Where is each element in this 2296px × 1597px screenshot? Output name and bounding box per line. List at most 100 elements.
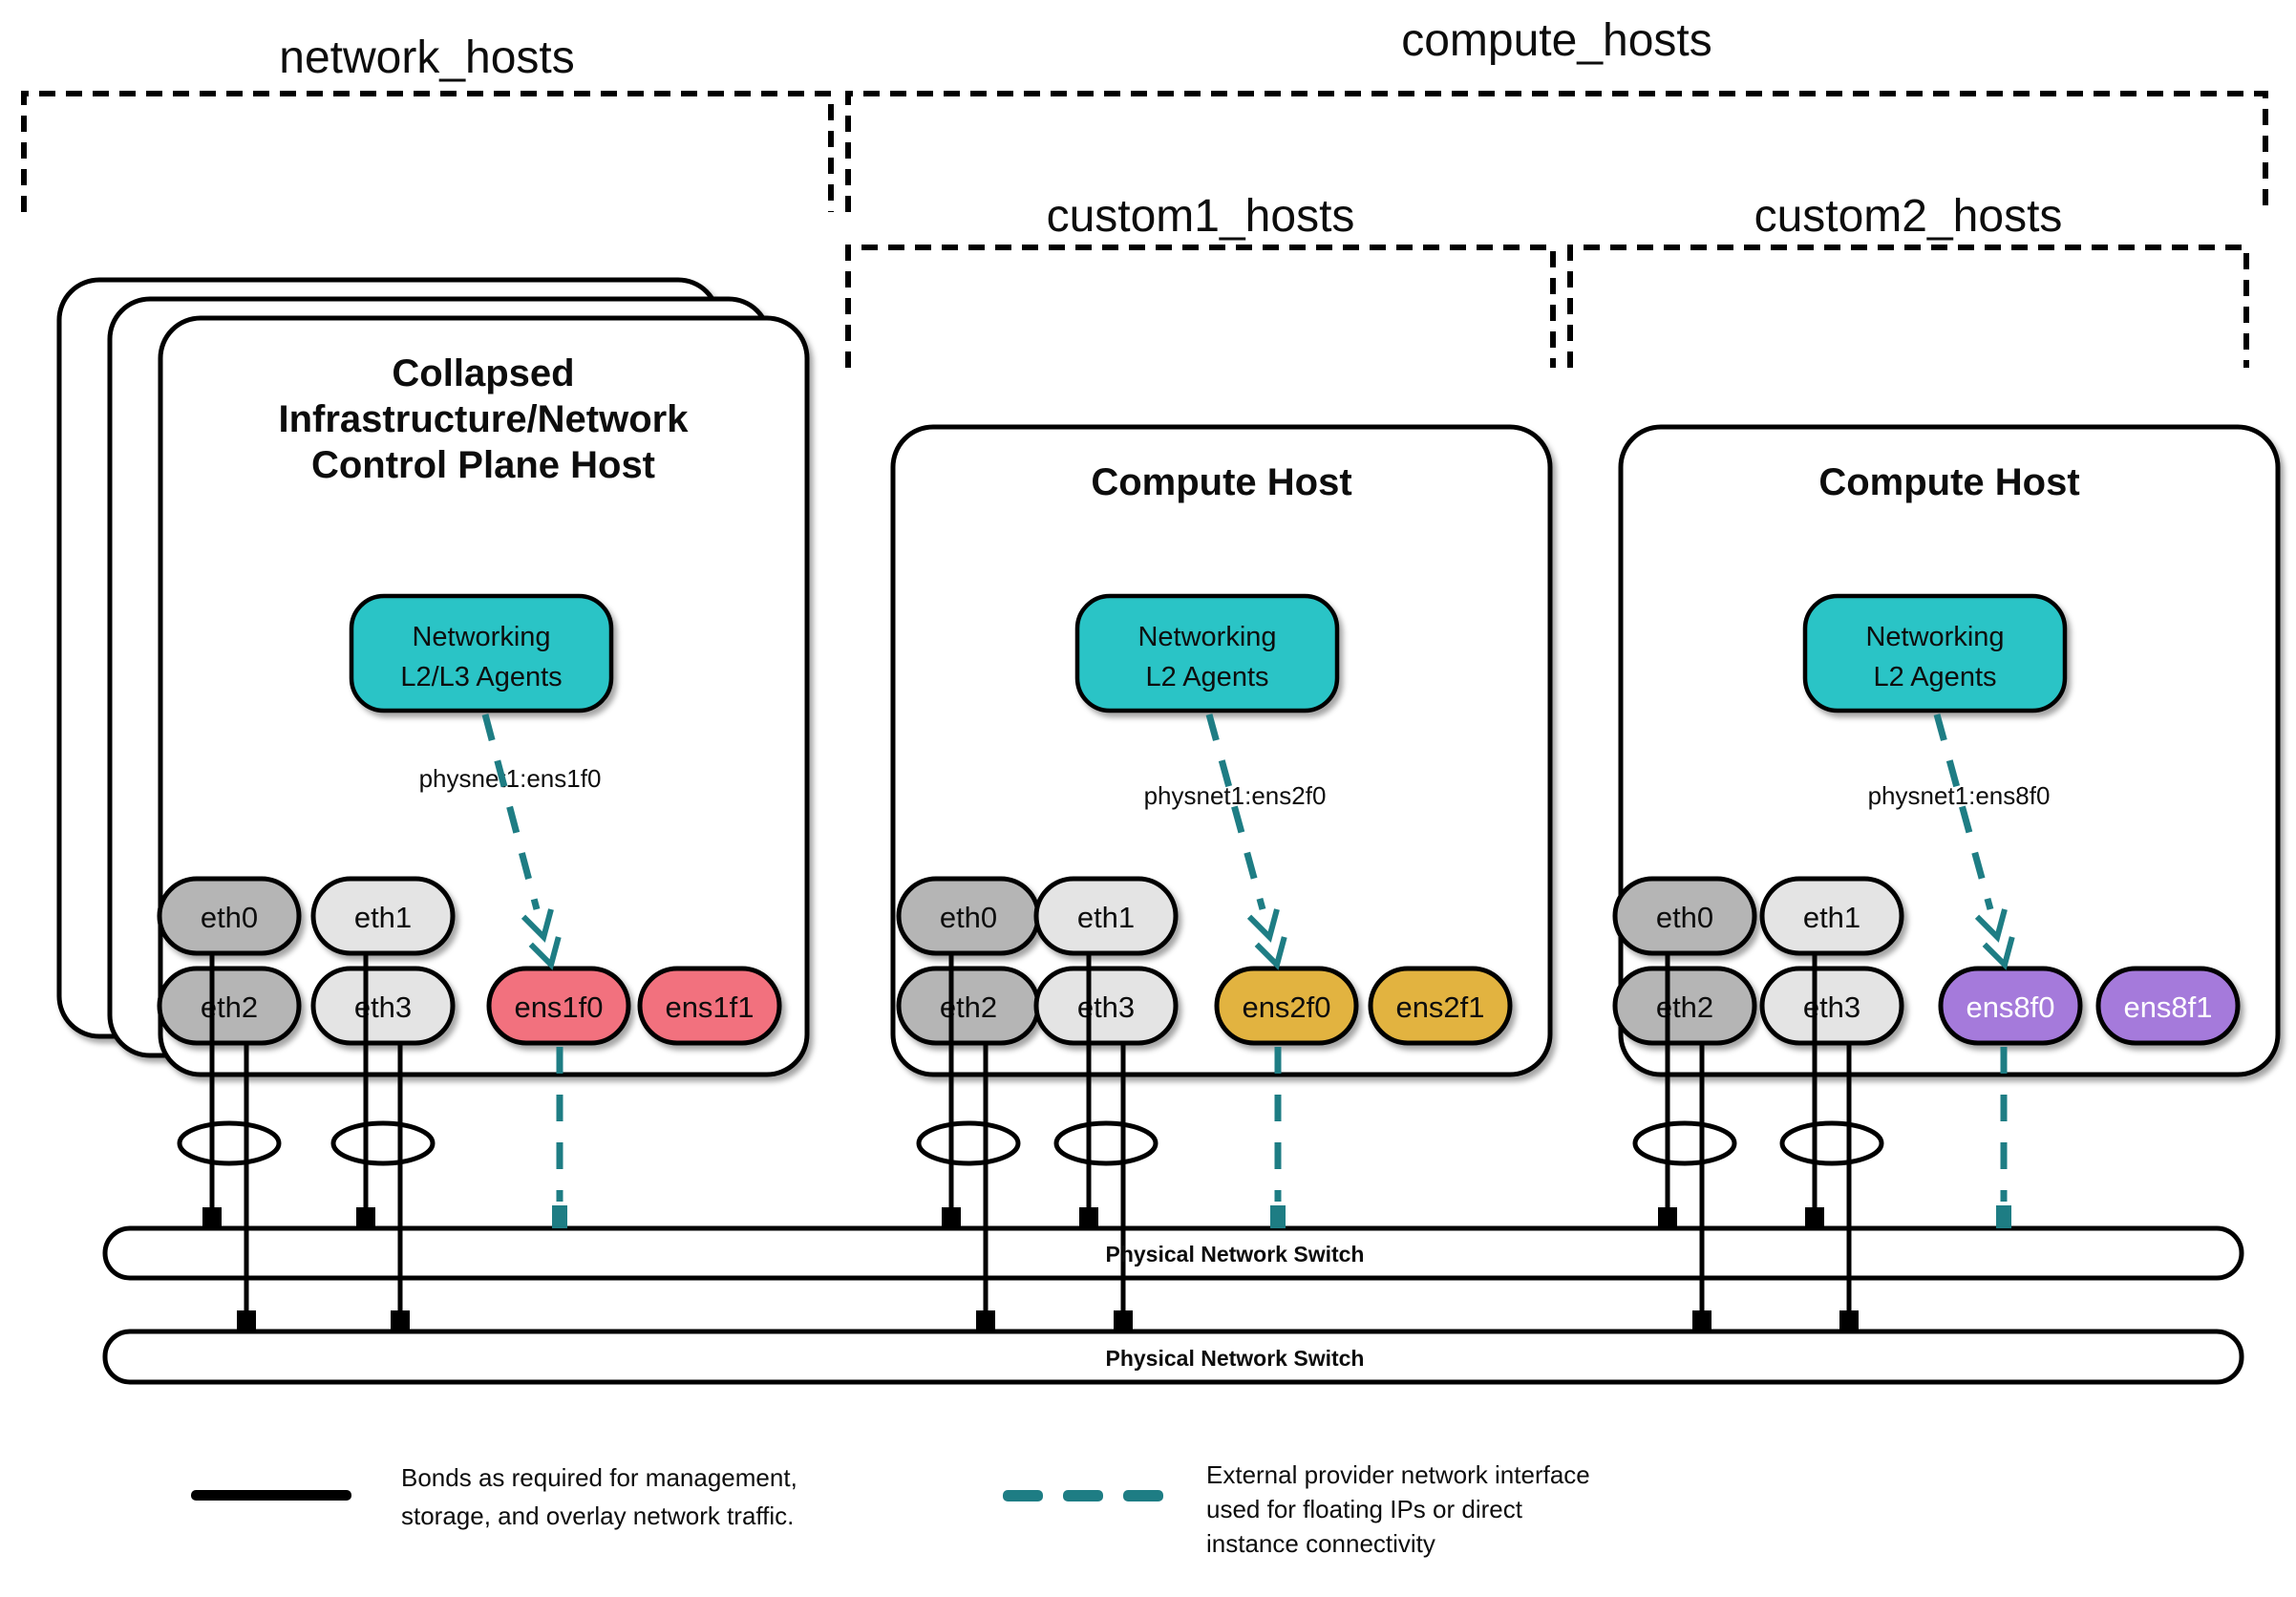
switch-body xyxy=(102,1329,2244,1385)
arrow-chevron xyxy=(1246,908,1280,943)
bond-ellipse xyxy=(1632,1120,1737,1166)
provider-arrowhead xyxy=(521,908,562,970)
physnet-label: physnet1:ens2f0 xyxy=(1144,781,1327,810)
provider-dash-swatch xyxy=(1003,1490,1043,1501)
provider-link xyxy=(481,713,567,1228)
nic-label: ens8f0 xyxy=(1966,990,2054,1024)
provider-dashed-line xyxy=(1933,713,1994,910)
nic-label: ens2f0 xyxy=(1242,990,1330,1024)
agents-pill xyxy=(1074,593,1340,713)
group-network-hosts: network_hosts xyxy=(21,32,834,212)
nic-label: eth0 xyxy=(1656,901,1713,934)
host-title-line: Infrastructure/Network xyxy=(279,398,690,440)
legend-provider-item: External provider network interface used… xyxy=(1003,1460,1590,1558)
bond-ellipse xyxy=(330,1120,436,1166)
nic-pill-ens8f1: ens8f1 xyxy=(2095,966,2241,1046)
provider-arrowhead xyxy=(1246,908,1287,970)
provider-arrowhead xyxy=(1974,908,2015,970)
agents-label-line: Networking xyxy=(412,622,550,652)
provider-dashed-line xyxy=(481,713,541,910)
physnet-label: physnet1:ens8f0 xyxy=(1868,781,2051,810)
agents-pill xyxy=(1802,593,2068,713)
agents-label-line: L2 Agents xyxy=(1874,662,1997,692)
l2-agents-box: Networking L2 Agents xyxy=(1074,593,1340,713)
nic-pill-ens8f0: ens8f0 xyxy=(1938,966,2083,1046)
switch-port-square xyxy=(237,1310,256,1331)
nic-shape xyxy=(637,966,782,1046)
nic-label: eth1 xyxy=(1077,901,1135,934)
nic-label: eth3 xyxy=(1803,990,1860,1024)
nic-pill-eth3: eth3 xyxy=(1033,966,1179,1046)
nic-shape xyxy=(157,966,302,1046)
arrow-chevron xyxy=(1974,908,2008,943)
switch2-label: Physical Network Switch xyxy=(1106,1346,1365,1371)
bond-link xyxy=(330,953,436,1331)
nic-pill-eth0: eth0 xyxy=(157,876,302,956)
switch-body xyxy=(102,1225,2244,1281)
agents-label-line: L2/L3 Agents xyxy=(400,662,562,692)
nic-label: ens2f1 xyxy=(1395,990,1484,1024)
group-custom2-hosts: custom2_hosts xyxy=(1567,191,2249,368)
nic-label: eth3 xyxy=(1077,990,1135,1024)
nic-pill-eth3: eth3 xyxy=(310,966,456,1046)
legend-bond-text-line: storage, and overlay network traffic. xyxy=(401,1501,794,1530)
nic-label: ens8f1 xyxy=(2123,990,2212,1024)
host-title: Compute Host xyxy=(1091,461,1351,503)
legend-provider-text-line: External provider network interface xyxy=(1206,1460,1590,1489)
host-title-line: Collapsed xyxy=(392,352,574,394)
bond-link xyxy=(177,953,282,1331)
host-title-line: Control Plane Host xyxy=(311,444,655,486)
arrow-chevron xyxy=(1982,936,2015,970)
switch-port-square xyxy=(1658,1207,1677,1228)
compute-hosts-label: compute_hosts xyxy=(1401,15,1712,66)
nic-label: eth2 xyxy=(940,990,997,1024)
nic-pill-eth2: eth2 xyxy=(896,966,1041,1046)
switch-port-teal xyxy=(1270,1205,1286,1228)
network-hosts-label: network_hosts xyxy=(279,32,575,83)
nic-pill-eth1: eth1 xyxy=(1033,876,1179,956)
nic-shape xyxy=(1612,876,1757,956)
nic-shape xyxy=(1759,966,1904,1046)
nic-pill-ens2f0: ens2f0 xyxy=(1214,966,1359,1046)
nic-shape xyxy=(310,876,456,956)
nic-shape xyxy=(2095,966,2241,1046)
legend-bond-item: Bonds as required for management, storag… xyxy=(191,1463,797,1530)
custom1-hosts-bracket xyxy=(845,245,1556,368)
nic-label: eth0 xyxy=(201,901,258,934)
custom2-hosts-bracket xyxy=(1567,245,2249,368)
switch-port-square xyxy=(976,1310,995,1331)
custom1-hosts-label: custom1_hosts xyxy=(1047,191,1355,242)
switch-port-square xyxy=(1079,1207,1098,1228)
compute-hosts-bracket xyxy=(845,91,2268,212)
agents-label-line: Networking xyxy=(1865,622,2004,652)
nic-pill-eth1: eth1 xyxy=(310,876,456,956)
bond-ellipse xyxy=(1779,1120,1884,1166)
provider-link xyxy=(1933,713,2015,1228)
nic-label: eth2 xyxy=(201,990,258,1024)
agents-label-line: L2 Agents xyxy=(1146,662,1269,692)
nic-pill-eth0: eth0 xyxy=(1612,876,1757,956)
switch-port-teal xyxy=(1996,1205,2011,1228)
nic-pill-ens1f1: ens1f1 xyxy=(637,966,782,1046)
nic-shape xyxy=(1033,876,1179,956)
provider-dash-swatch xyxy=(1063,1490,1103,1501)
legend: Bonds as required for management, storag… xyxy=(191,1460,1590,1558)
nic-pill-eth3: eth3 xyxy=(1759,966,1904,1046)
switch-port-teal xyxy=(552,1205,567,1228)
agents-pill xyxy=(349,593,614,713)
nic-shape xyxy=(1612,966,1757,1046)
host-title: Compute Host xyxy=(1818,461,2079,503)
switch-port-square xyxy=(1839,1310,1859,1331)
switch-port-square xyxy=(391,1310,410,1331)
l2l3-agents-box: Networking L2/L3 Agents xyxy=(349,593,614,713)
legend-provider-text-line: used for floating IPs or direct xyxy=(1206,1495,1523,1523)
legend-bond-text-line: Bonds as required for management, xyxy=(401,1463,797,1492)
physical-switch-1 xyxy=(102,1225,2244,1281)
bond-link xyxy=(1632,953,1737,1331)
arrow-chevron xyxy=(1254,936,1287,970)
custom2-hosts-label: custom2_hosts xyxy=(1754,191,2063,242)
group-compute-hosts: compute_hosts xyxy=(845,15,2268,212)
nic-shape xyxy=(157,876,302,956)
nic-shape xyxy=(1214,966,1359,1046)
nic-shape xyxy=(1368,966,1513,1046)
